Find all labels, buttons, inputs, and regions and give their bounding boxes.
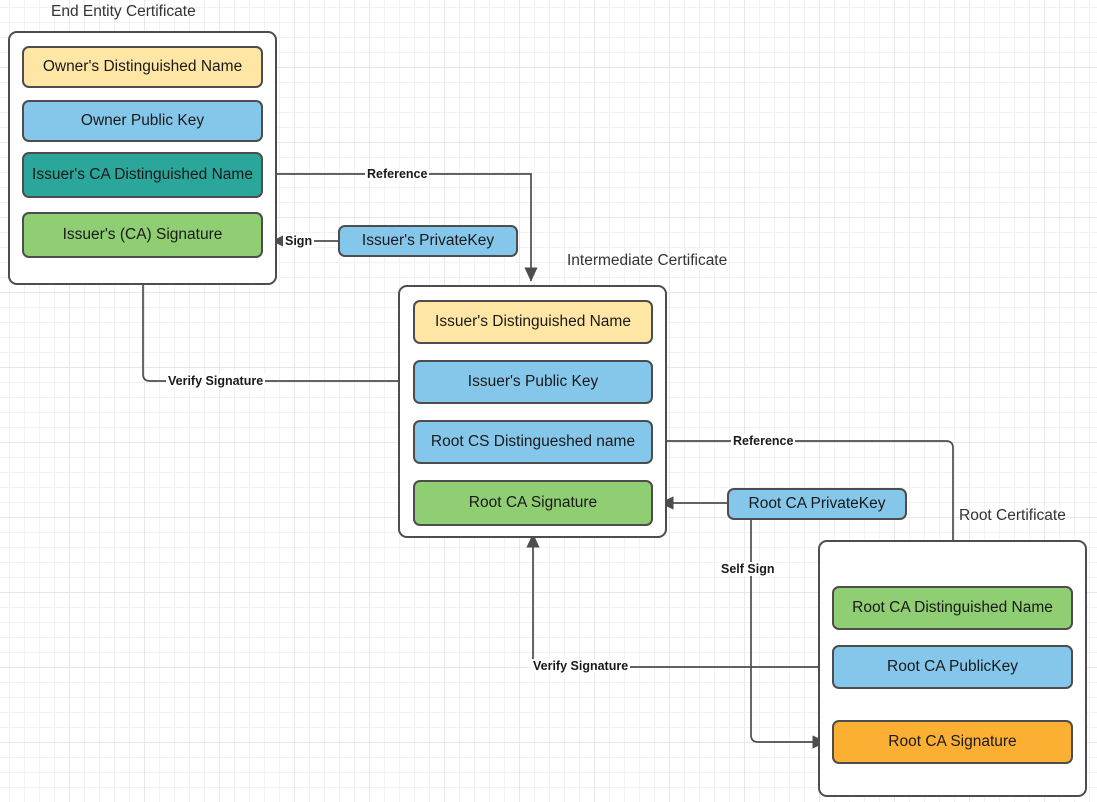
end-entity-certificate-title: End Entity Certificate (51, 3, 196, 20)
connector-reference-top (264, 173, 538, 282)
field-owner-public-key: Owner Public Key (22, 100, 263, 142)
edge-label-self-sign: Self Sign (719, 562, 777, 576)
edge-label-verify-signature-top: Verify Signature (166, 374, 266, 388)
field-issuer-ca-signature: Issuer's (CA) Signature (22, 212, 263, 258)
field-root-ca-distinguished-name: Root CA Distinguished Name (832, 586, 1073, 630)
node-root-ca-privatekey: Root CA PrivateKey (727, 488, 907, 520)
edge-label-verify-signature-bottom: Verify Signature (531, 659, 631, 673)
connector-self-sign (750, 519, 827, 749)
connector-reference-bottom (653, 440, 960, 585)
edge-label-reference-top: Reference (365, 167, 430, 181)
field-issuer-ca-distinguished-name: Issuer's CA Distinguished Name (22, 152, 263, 198)
field-intermediate-root-ca-signature: Root CA Signature (413, 480, 653, 526)
edge-label-reference-bottom: Reference (731, 434, 796, 448)
edge-label-sign: Sign (283, 234, 315, 248)
intermediate-certificate-title: Intermediate Certificate (567, 252, 728, 269)
field-root-ca-signature: Root CA Signature (832, 720, 1073, 764)
field-issuer-public-key: Issuer's Public Key (413, 360, 653, 404)
node-issuers-privatekey: Issuer's PrivateKey (338, 225, 518, 257)
field-issuer-distinguished-name: Issuer's Distinguished Name (413, 300, 653, 344)
field-owner-distinguished-name: Owner's Distinguished Name (22, 46, 263, 88)
connector-verify-top (136, 261, 413, 382)
root-certificate-title: Root Certificate (959, 507, 1066, 524)
connector-verify-bottom (526, 533, 832, 668)
field-root-ca-publickey: Root CA PublicKey (832, 645, 1073, 689)
field-root-cs-distinguished-name: Root CS Distingueshed name (413, 420, 653, 464)
